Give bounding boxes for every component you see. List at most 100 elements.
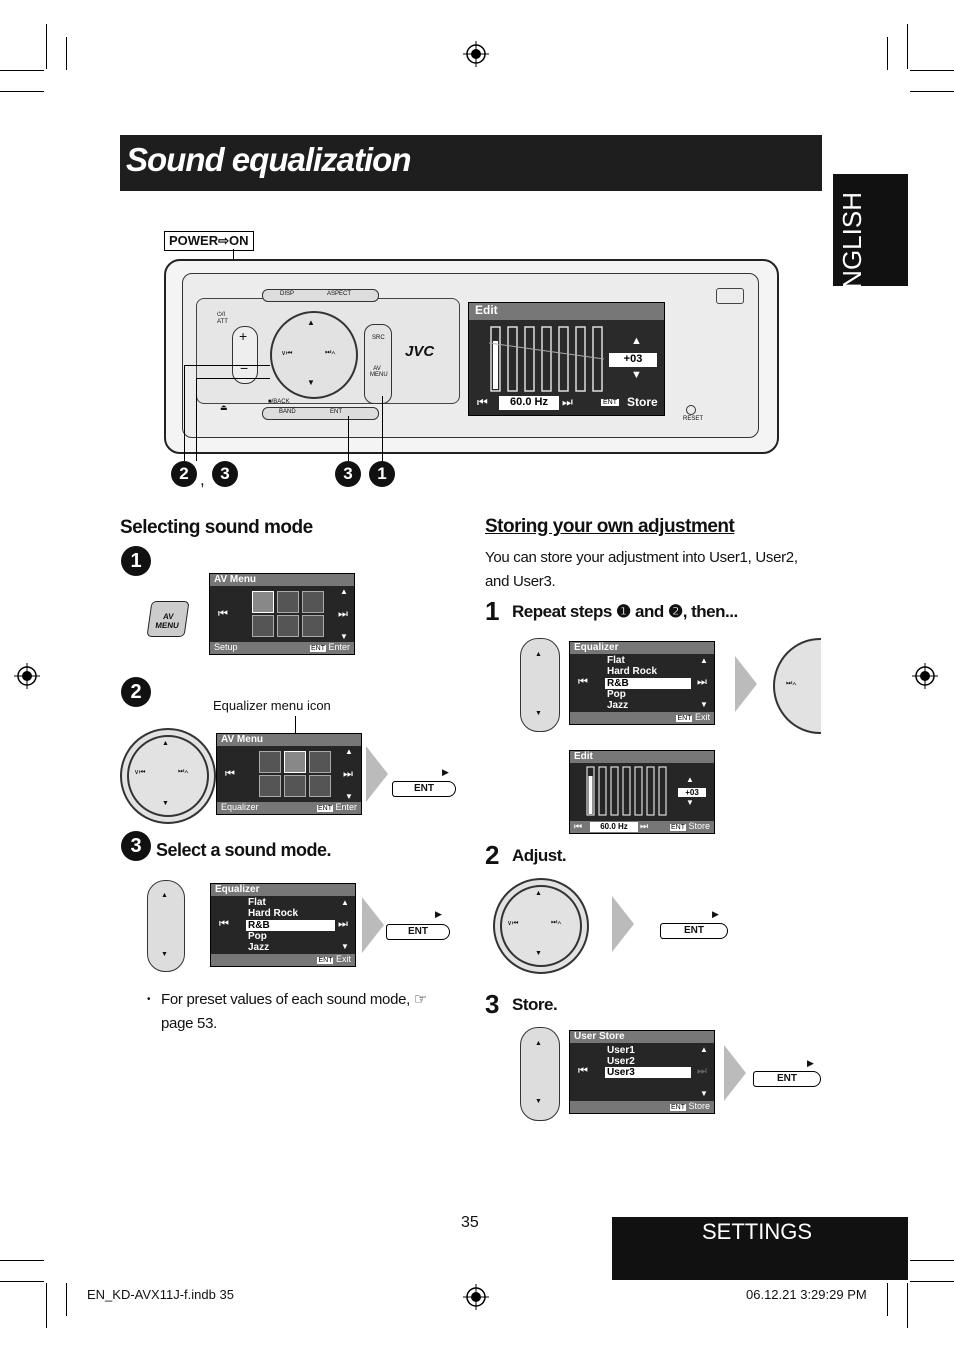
freq-value: 60.0 Hz: [590, 822, 638, 832]
page-title: Sound equalization: [126, 141, 411, 178]
equalizer-icon: [284, 751, 306, 773]
section-tab: SETTINGS: [612, 1217, 908, 1280]
scroll-control[interactable]: [520, 1027, 560, 1121]
up-icon: ▲: [340, 587, 348, 596]
leader-line: [382, 396, 383, 461]
prev-icon: ⏮: [578, 1065, 588, 1077]
ent-button-label[interactable]: ENT: [330, 409, 342, 415]
registration-mark-icon: [463, 1284, 489, 1310]
disp-button-label[interactable]: DISP: [280, 291, 295, 297]
section-heading: Storing your own adjustment: [485, 516, 735, 537]
lcd-freq: 60.0 Hz: [499, 396, 559, 410]
menu-item[interactable]: Jazz: [248, 942, 270, 953]
display-icon: [277, 615, 299, 637]
aspect-button-label[interactable]: ASPECT: [327, 291, 352, 297]
scroll-down-icon: ▼: [535, 1098, 542, 1105]
footer-right: Store: [688, 821, 710, 831]
timer-icon: [259, 775, 281, 797]
up-icon: ▲: [700, 1045, 708, 1054]
screen-footer-left: Equalizer: [221, 802, 259, 812]
crop-mark: [0, 70, 44, 71]
footer-ent: ENT: [309, 645, 326, 652]
gain-value: +03: [678, 788, 706, 797]
crop-mark: [907, 24, 908, 69]
src-avmenu-buttons[interactable]: [364, 324, 392, 404]
dial-prev-icon: ∨⏮: [281, 350, 293, 357]
up-icon: ▲: [700, 656, 708, 665]
eject-button[interactable]: [716, 288, 744, 304]
arrow-right-icon: [612, 896, 634, 952]
step-text: Select a sound mode.: [156, 840, 332, 860]
prev-icon: ⏮: [225, 768, 235, 780]
eq-sliders: [586, 766, 667, 816]
callout-step-2: 2: [171, 461, 197, 487]
menu-item[interactable]: Pop: [248, 931, 267, 942]
volume-down-icon: −: [240, 360, 249, 376]
dial-prev-icon: ∨⏮: [507, 920, 519, 927]
sound-icon: [302, 591, 324, 613]
scroll-control[interactable]: [520, 638, 560, 732]
back-button-label[interactable]: ■/BACK: [268, 399, 290, 405]
ent-button[interactable]: ENT: [392, 781, 456, 797]
press-arrow-icon: ▶: [442, 767, 449, 777]
av-menu-button[interactable]: AV MENU: [146, 601, 190, 637]
menu-item-selected[interactable]: R&B: [605, 678, 691, 689]
setup-icon: [252, 591, 274, 613]
footer-ent: ENT: [676, 715, 693, 722]
menu-item[interactable]: Flat: [248, 897, 266, 908]
prev-icon: ⏮: [578, 676, 588, 688]
dial-up-icon: ▲: [162, 740, 169, 747]
reset-button-label[interactable]: RESET: [683, 416, 704, 422]
bottom-button-strip: [262, 407, 379, 420]
up-icon: ▲: [345, 747, 353, 756]
menu-item[interactable]: User1: [607, 1045, 635, 1056]
registration-mark-icon: [463, 41, 489, 67]
menu-item[interactable]: Flat: [607, 655, 625, 666]
reset-button[interactable]: [686, 405, 696, 415]
ent-button[interactable]: ENT: [753, 1071, 821, 1087]
volume-buttons[interactable]: [232, 326, 258, 384]
step-text: Repeat steps ❶ and ❷, then...: [512, 602, 738, 621]
menu-item[interactable]: User2: [607, 1056, 635, 1067]
step-text: Adjust.: [512, 846, 567, 865]
scroll-up-icon: ▲: [535, 1040, 542, 1047]
ent-button[interactable]: ENT: [660, 923, 728, 939]
next-icon: ⏭: [640, 821, 649, 831]
user-store-screen: User Store User1 User2 User3 ⏮ ⏭ ▲ ▼ ENT…: [569, 1030, 715, 1114]
crop-mark: [907, 1283, 908, 1328]
att-button-label[interactable]: ⏻/I ATT: [217, 312, 228, 325]
src-button-label[interactable]: SRC: [372, 335, 385, 341]
step-number: 2: [485, 840, 500, 870]
next-icon: ⏭: [338, 608, 348, 620]
menu-item-selected[interactable]: R&B: [246, 920, 335, 931]
footer-timestamp: 06.12.21 3:29:29 PM: [746, 1287, 867, 1302]
next-icon: ⏭: [697, 1065, 707, 1077]
scroll-control[interactable]: [147, 880, 185, 972]
screen-header: AV Menu: [217, 734, 361, 746]
av-menu-button-label[interactable]: AV MENU: [370, 366, 388, 378]
crop-mark: [66, 37, 67, 70]
control-dial-inner: [500, 885, 582, 967]
menu-item[interactable]: Jazz: [607, 700, 629, 711]
crop-mark: [46, 1283, 47, 1328]
ent-button[interactable]: ENT: [386, 924, 450, 940]
av-menu-button-label: AV MENU: [154, 612, 180, 630]
dial-down-icon: ▼: [162, 800, 169, 807]
down-icon: ▼: [340, 632, 348, 641]
dial-next-icon: ⏭∧: [325, 349, 336, 356]
scroll-down-icon: ▼: [161, 951, 168, 958]
menu-item[interactable]: Hard Rock: [607, 666, 658, 677]
dial-next-icon: ⏭∧: [786, 680, 797, 687]
down-icon: ▼: [700, 700, 708, 709]
menu-item[interactable]: Hard Rock: [248, 908, 299, 919]
eject-icon: ⏏: [220, 403, 228, 412]
band-button-label[interactable]: BAND: [279, 409, 296, 415]
menu-item[interactable]: Pop: [607, 689, 626, 700]
screen-header: Equalizer: [211, 884, 355, 896]
screen-header: AV Menu: [210, 574, 354, 586]
arrow-right-icon: [362, 897, 384, 953]
footer-ent: ENT: [317, 957, 334, 964]
menu-item-selected[interactable]: User3: [605, 1067, 691, 1078]
control-dial[interactable]: [270, 311, 358, 399]
arrow-right-icon: [735, 656, 757, 712]
